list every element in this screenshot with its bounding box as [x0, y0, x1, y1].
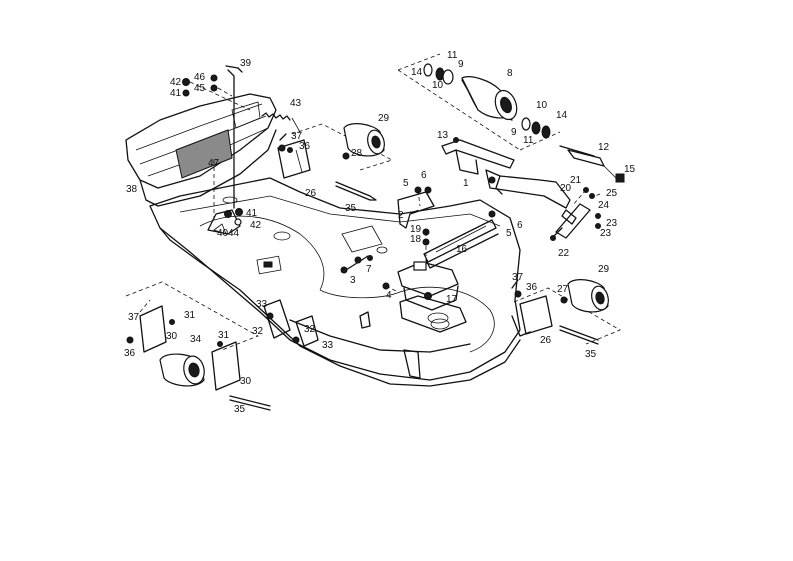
callout-32: 32 — [304, 324, 316, 335]
callout-31: 31 — [218, 330, 230, 341]
callout-16: 16 — [456, 244, 468, 255]
callout-37: 37 — [512, 272, 524, 283]
adjustment-bar — [422, 210, 499, 269]
callout-27: 27 — [557, 284, 569, 295]
callout-33: 33 — [256, 299, 268, 310]
callout-38: 38 — [126, 184, 138, 195]
callout-43: 43 — [290, 98, 302, 109]
callout-26: 26 — [540, 335, 552, 346]
center-plate — [397, 261, 467, 333]
callout-7: 7 — [366, 264, 372, 275]
callout-5: 5 — [403, 178, 409, 189]
lift-linkage — [550, 187, 601, 241]
callout-35: 35 — [234, 404, 246, 415]
callout-30: 30 — [166, 331, 178, 342]
callout-37: 37 — [291, 131, 303, 142]
callout-9: 9 — [458, 59, 464, 70]
callout-35: 35 — [585, 349, 597, 360]
callout-31: 31 — [184, 310, 196, 321]
callout-17: 17 — [446, 294, 458, 305]
callout-35: 35 — [345, 203, 357, 214]
callout-36: 36 — [124, 348, 136, 359]
callout-6: 6 — [517, 220, 523, 231]
callout-29: 29 — [598, 264, 610, 275]
callout-18: 18 — [410, 234, 422, 245]
callout-19: 19 — [410, 224, 422, 235]
callout-30: 30 — [240, 376, 252, 387]
callout-34: 34 — [190, 334, 202, 345]
left-spindle-assembly — [125, 281, 271, 411]
callout-11: 11 — [523, 135, 534, 146]
top-spindle-assembly — [277, 123, 394, 201]
callout-13: 13 — [437, 130, 449, 141]
mower-deck-housing — [149, 177, 521, 387]
callout-8: 8 — [507, 68, 513, 79]
callout-15: 15 — [624, 164, 636, 175]
callout-37: 37 — [128, 312, 140, 323]
callout-36: 36 — [299, 141, 311, 152]
callout-41: 41 — [170, 88, 182, 99]
callout-25: 25 — [606, 188, 618, 199]
callout-47: 47 — [208, 158, 220, 169]
callout-36: 36 — [526, 282, 538, 293]
callout-12: 12 — [598, 142, 610, 153]
callout-42: 42 — [170, 77, 182, 88]
callout-39: 39 — [240, 58, 252, 69]
center-bracket — [397, 186, 435, 229]
callout-46: 46 — [194, 72, 206, 83]
callout-29: 29 — [378, 113, 390, 124]
callout-11: 11 — [447, 50, 458, 61]
idler-arm-bracket — [441, 137, 625, 209]
callout-23: 23 — [600, 228, 612, 239]
callout-21: 21 — [570, 175, 582, 186]
callout-42: 42 — [250, 220, 262, 231]
callout-9: 9 — [511, 127, 517, 138]
callout-23: 23 — [606, 218, 618, 229]
callout-14: 14 — [411, 67, 423, 78]
callout-14: 14 — [556, 110, 568, 121]
chute-hardware — [182, 74, 251, 235]
callout-24: 24 — [598, 200, 610, 211]
callout-26: 26 — [305, 188, 317, 199]
right-spindle-assembly — [511, 279, 621, 345]
callout-28: 28 — [351, 148, 363, 159]
callout-22: 22 — [558, 248, 570, 259]
callout-32: 32 — [252, 326, 264, 337]
callout-45: 45 — [194, 83, 206, 94]
callout-44: 44 — [228, 228, 240, 239]
chute-rod — [225, 65, 243, 209]
chute-spring — [261, 112, 301, 133]
callout-6: 6 — [421, 170, 427, 181]
callout-1: 1 — [463, 178, 469, 189]
callout-40: 40 — [217, 228, 229, 239]
deck-bolts — [340, 255, 399, 293]
callout-5: 5 — [506, 228, 512, 239]
callout-2: 2 — [398, 210, 404, 221]
callout-10: 10 — [432, 80, 444, 91]
idler-pulley-assembly — [397, 53, 561, 151]
callout-33: 33 — [322, 340, 334, 351]
callout-41: 41 — [246, 208, 258, 219]
front-hangers — [263, 299, 371, 347]
discharge-chute — [125, 93, 277, 207]
callout-4: 4 — [386, 290, 392, 301]
callout-20: 20 — [560, 183, 572, 194]
callout-3: 3 — [350, 275, 356, 286]
callout-10: 10 — [536, 100, 548, 111]
